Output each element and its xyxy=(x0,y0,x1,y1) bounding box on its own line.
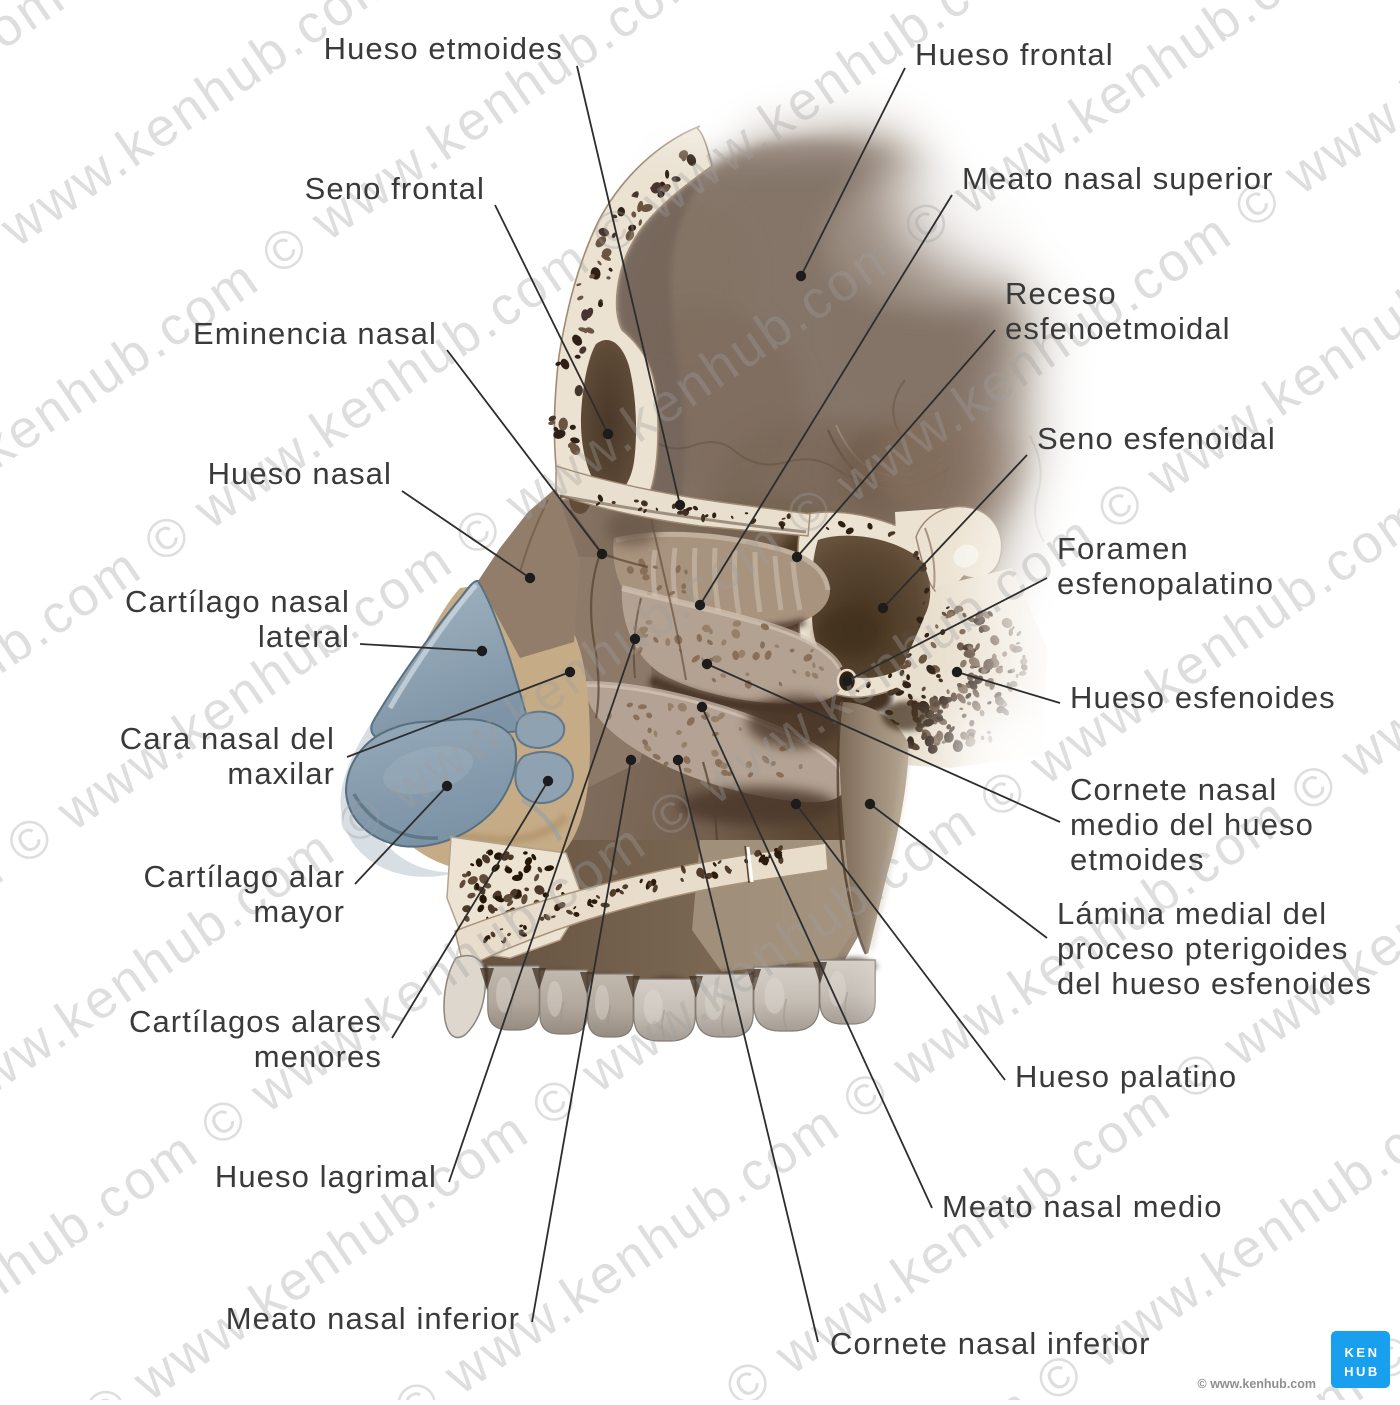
svg-text:lateral: lateral xyxy=(258,619,350,654)
svg-text:Hueso nasal: Hueso nasal xyxy=(208,456,392,491)
svg-text:HUB: HUB xyxy=(1344,1364,1380,1379)
svg-text:Foramen: Foramen xyxy=(1057,531,1189,566)
svg-text:proceso pterigoides: proceso pterigoides xyxy=(1057,931,1348,966)
svg-text:Cornete nasal: Cornete nasal xyxy=(1070,772,1277,807)
svg-text:Lámina medial del: Lámina medial del xyxy=(1057,896,1327,931)
svg-text:del hueso esfenoides: del hueso esfenoides xyxy=(1057,966,1372,1001)
svg-text:medio del hueso: medio del hueso xyxy=(1070,807,1314,842)
svg-text:menores: menores xyxy=(254,1039,382,1074)
svg-text:Cartílago alar: Cartílago alar xyxy=(144,859,346,894)
svg-text:Hueso palatino: Hueso palatino xyxy=(1015,1059,1237,1094)
svg-text:Cornete nasal inferior: Cornete nasal inferior xyxy=(830,1326,1151,1361)
svg-text:KEN: KEN xyxy=(1345,1345,1380,1360)
svg-text:Cartílago nasal: Cartílago nasal xyxy=(125,584,350,619)
svg-text:Seno frontal: Seno frontal xyxy=(305,171,485,206)
svg-text:Meato nasal superior: Meato nasal superior xyxy=(962,161,1274,196)
svg-text:Hueso frontal: Hueso frontal xyxy=(915,37,1114,72)
svg-text:Meato nasal inferior: Meato nasal inferior xyxy=(226,1301,520,1336)
svg-text:Receso: Receso xyxy=(1005,276,1117,311)
svg-text:Cartílagos alares: Cartílagos alares xyxy=(129,1004,382,1039)
svg-text:etmoides: etmoides xyxy=(1070,842,1205,877)
svg-text:Eminencia nasal: Eminencia nasal xyxy=(193,316,437,351)
svg-text:Meato nasal medio: Meato nasal medio xyxy=(942,1189,1223,1224)
svg-text:Hueso lagrimal: Hueso lagrimal xyxy=(215,1159,437,1194)
svg-text:Hueso etmoides: Hueso etmoides xyxy=(324,31,563,66)
svg-text:Cara nasal del: Cara nasal del xyxy=(120,721,335,756)
svg-text:mayor: mayor xyxy=(253,894,345,929)
svg-text:esfenopalatino: esfenopalatino xyxy=(1057,566,1274,601)
svg-text:Seno esfenoidal: Seno esfenoidal xyxy=(1037,421,1276,456)
svg-text:esfenoetmoidal: esfenoetmoidal xyxy=(1005,311,1231,346)
svg-text:maxilar: maxilar xyxy=(227,756,335,791)
svg-text:Hueso esfenoides: Hueso esfenoides xyxy=(1070,680,1336,715)
svg-text:© www.kenhub.com: © www.kenhub.com xyxy=(1198,1377,1316,1391)
